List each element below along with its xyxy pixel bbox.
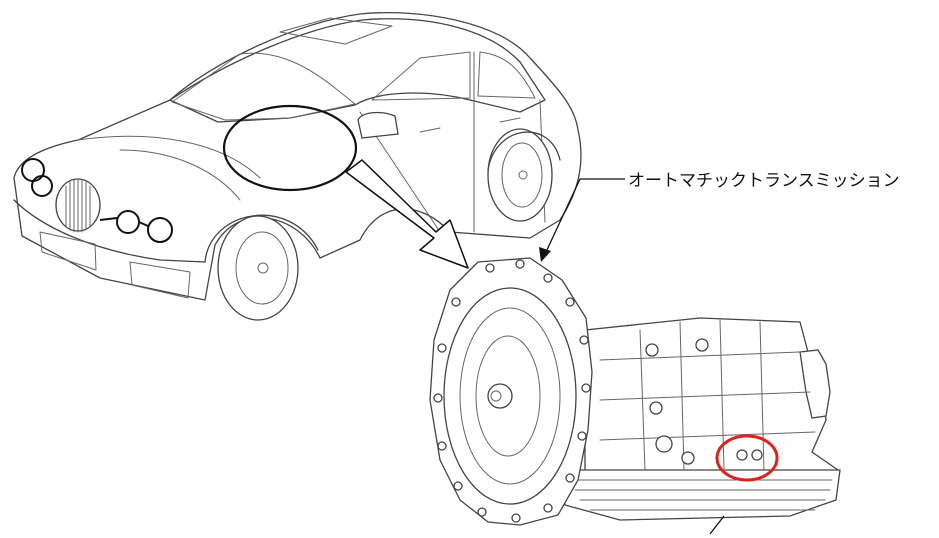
focus-ellipse [222,104,358,192]
transmission-leader-arrowhead [539,247,551,262]
transmission-illustration [429,257,841,526]
car-illustration [13,12,582,321]
transmission-label: オートマチックトランスミッション [628,171,900,191]
transmission-leader-line [545,178,625,253]
highlight-ring [715,434,779,482]
plug-leader-line [709,515,725,535]
zoom-arrow [345,159,469,269]
